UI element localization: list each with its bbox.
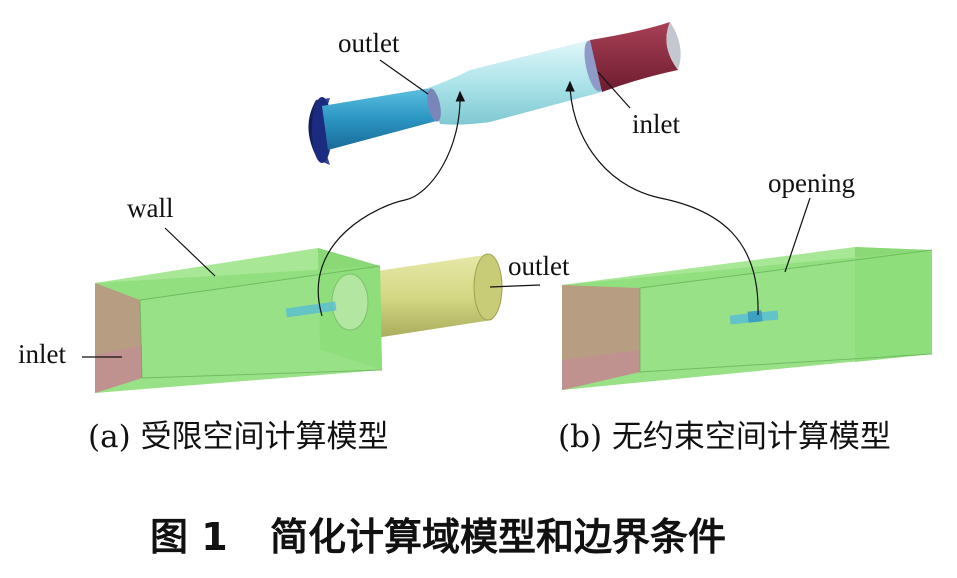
label-wall: wall <box>127 193 174 223</box>
pipe-entry-circle <box>332 274 368 330</box>
unconfined-domain-model <box>562 247 932 390</box>
label-left-outlet: outlet <box>508 251 570 281</box>
label-left-inlet: inlet <box>18 339 66 369</box>
figure-number: 图 1 <box>150 515 228 559</box>
nozzle-red-section <box>590 22 678 92</box>
label-opening: opening <box>768 168 855 198</box>
subcaption-a: (a) 受限空间计算模型 <box>88 419 389 455</box>
small-nozzle-b-core <box>748 310 763 322</box>
leader-top-outlet <box>380 60 428 94</box>
confined-domain-model <box>95 248 502 393</box>
nozzle-blue-tube <box>322 88 440 150</box>
label-top-outlet: outlet <box>338 28 400 58</box>
nozzle-cyan-section <box>428 40 602 125</box>
subcaption-b: (b) 无约束空间计算模型 <box>558 419 891 455</box>
figure-title: 简化计算域模型和边界条件 <box>270 515 726 559</box>
label-top-inlet: inlet <box>632 109 680 139</box>
outlet-pipe <box>370 255 492 338</box>
